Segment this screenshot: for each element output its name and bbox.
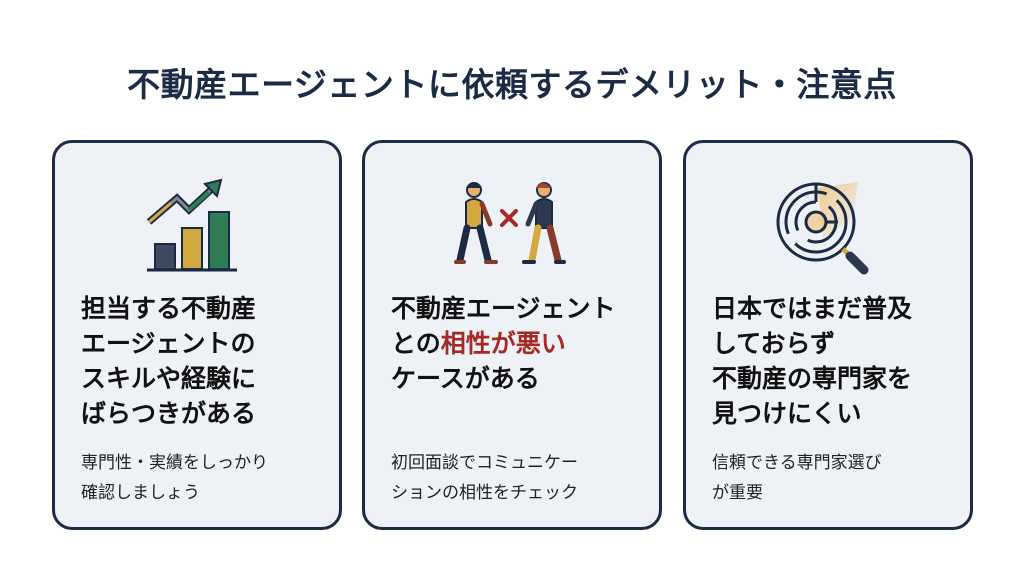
- card-compatibility: 不動産エージェント との相性が悪い ケースがある 初回面談でコミュニケー ション…: [362, 140, 662, 530]
- card-heading: 日本ではまだ普及 しておらず 不動産の専門家を 見つけにくい: [712, 294, 913, 428]
- card-note: 初回面談でコミュニケー ションの相性をチェック: [391, 453, 578, 503]
- page-title: 不動産エージェントに依頼するデメリット・注意点: [127, 65, 897, 104]
- card-heading: 担当する不動産 エージェントの スキルや経験に ばらつきがある: [81, 294, 257, 428]
- card-note: 専門性・実績をしっかり 確認しましょう: [81, 453, 268, 503]
- maze-magnifier-icon: [686, 173, 970, 283]
- bar-chart-growth-icon: [55, 173, 339, 283]
- card-heading: 不動産エージェント との相性が悪い ケースがある: [391, 294, 616, 393]
- card-hard-to-find: 日本ではまだ普及 しておらず 不動産の専門家を 見つけにくい 信頼できる専門家選…: [683, 140, 973, 530]
- card-note: 信頼できる専門家選び が重要: [712, 453, 882, 503]
- highlight-text: 相性が悪い: [440, 329, 566, 358]
- card-skill-variance: 担当する不動産 エージェントの スキルや経験に ばらつきがある 専門性・実績をし…: [52, 140, 342, 530]
- mismatched-people-icon: [365, 173, 659, 283]
